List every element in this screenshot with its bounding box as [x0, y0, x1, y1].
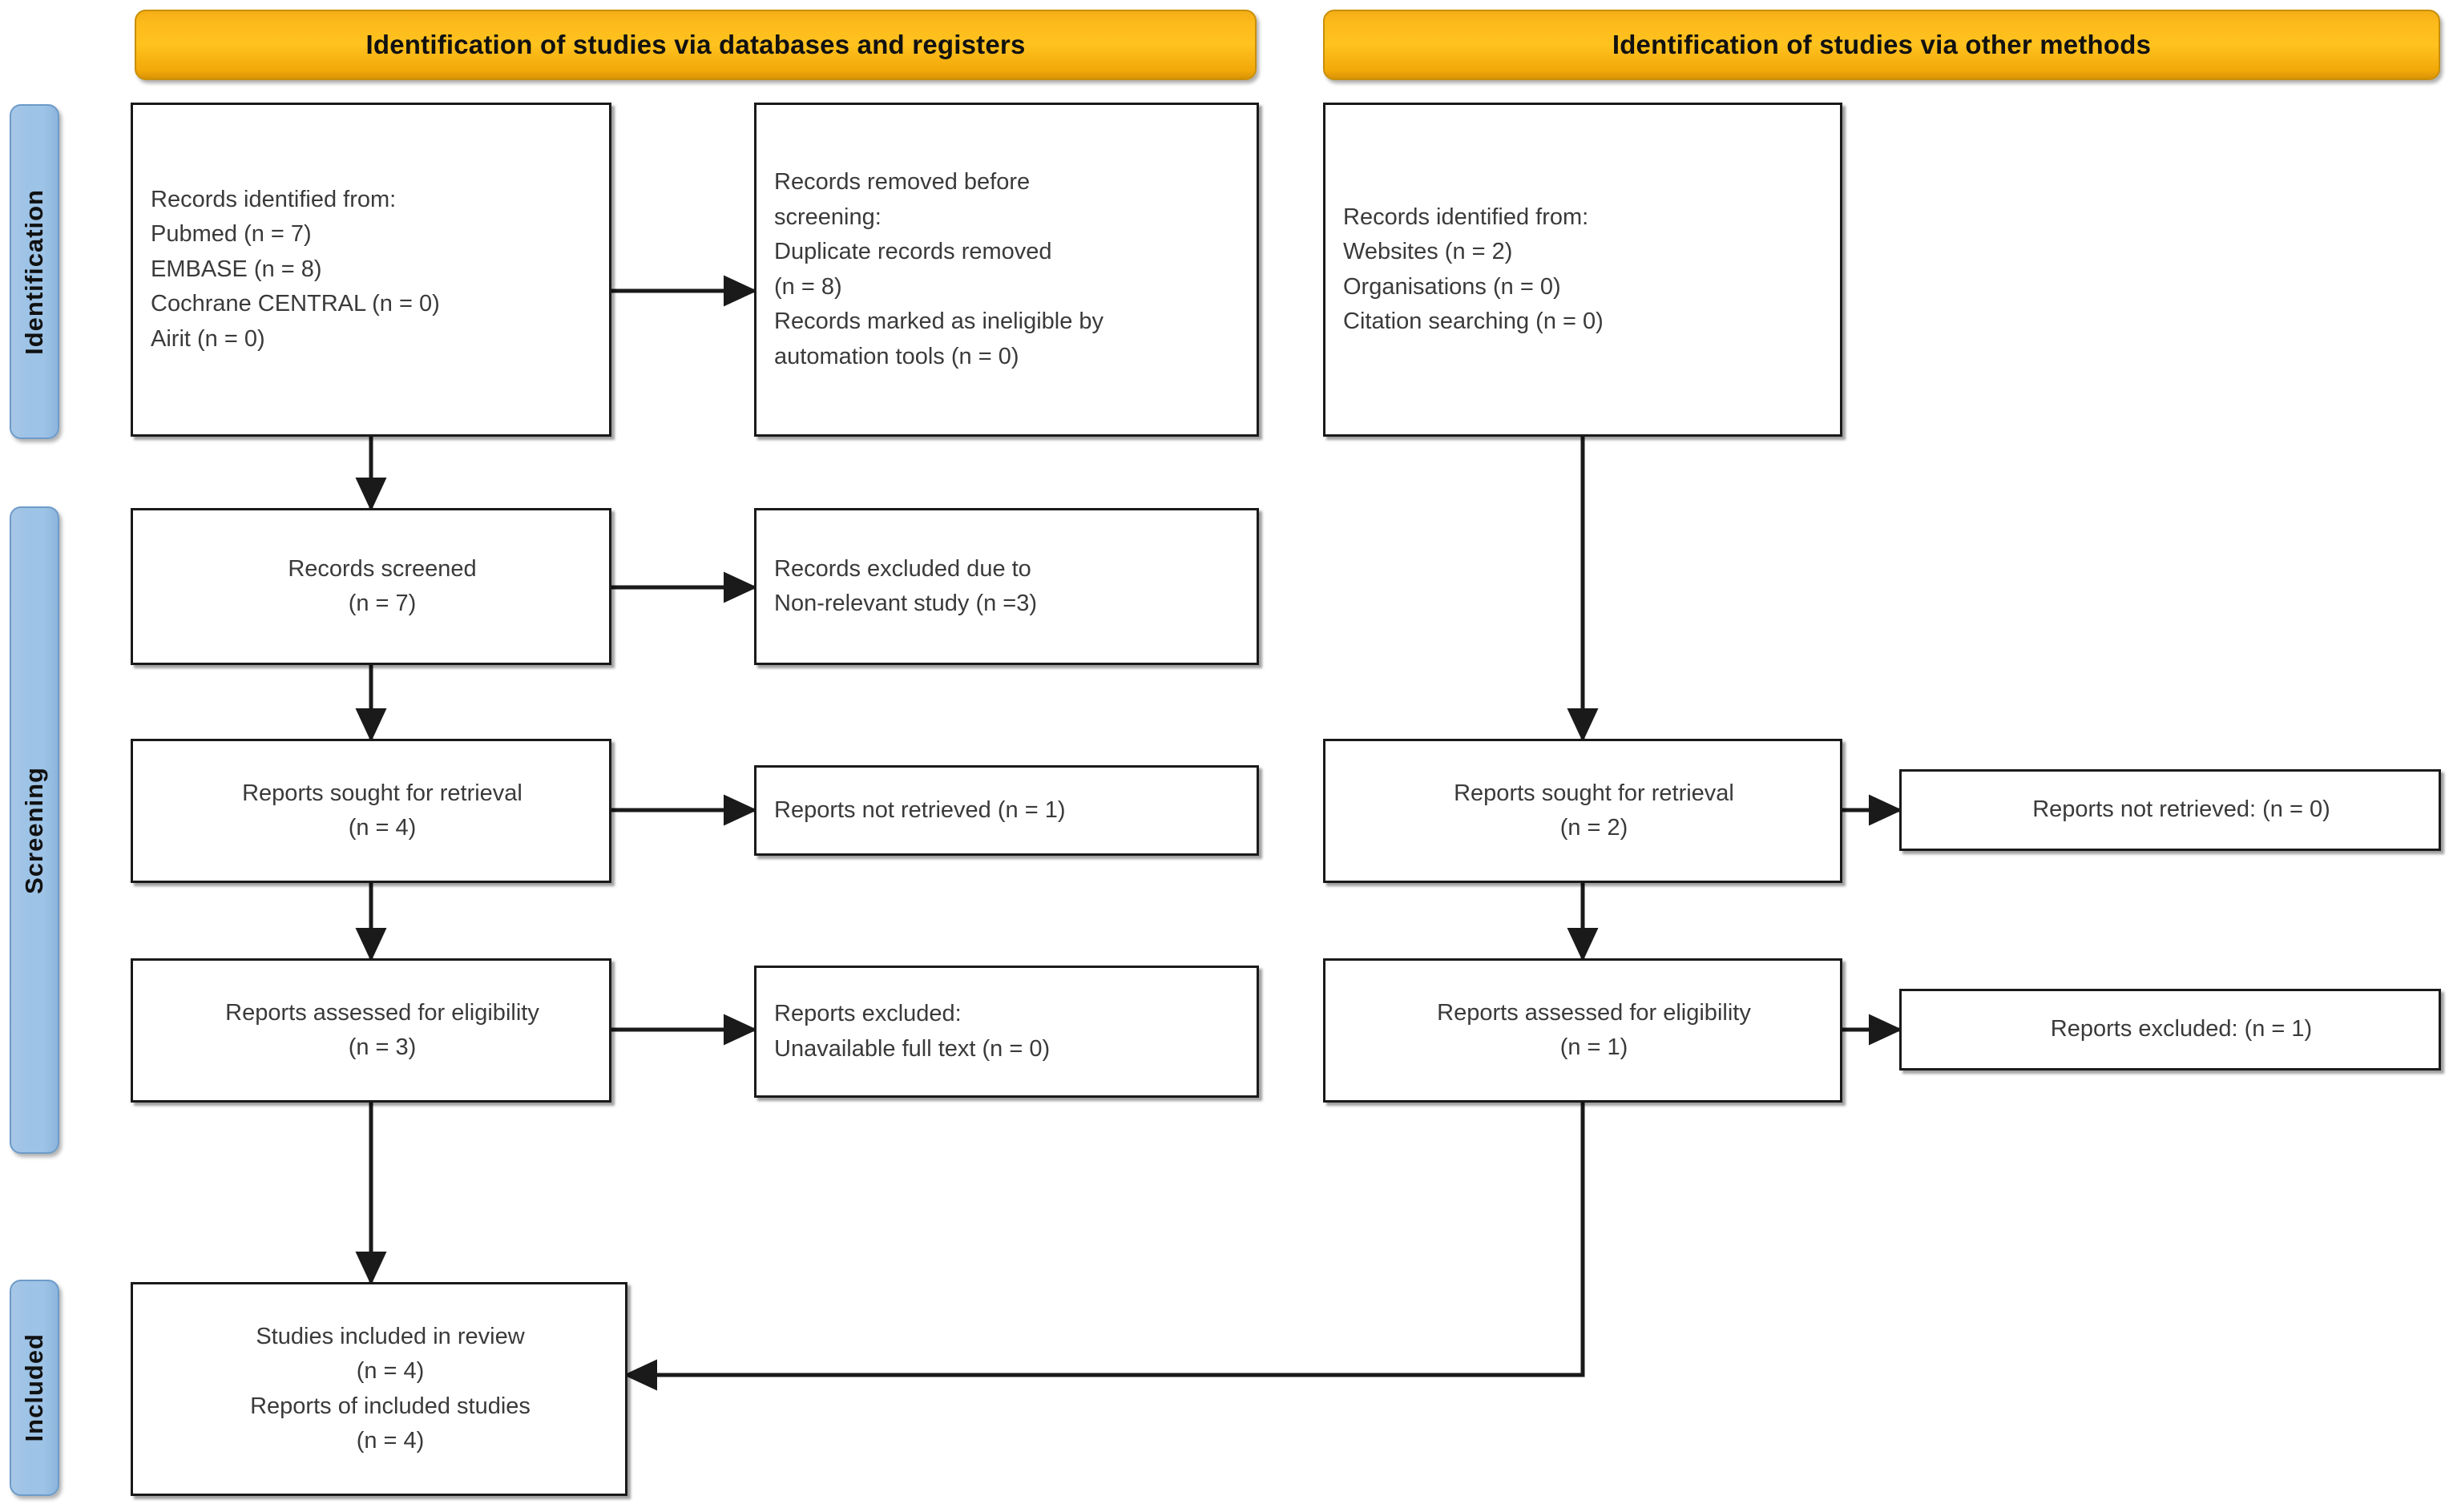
phase-bar-screening: Screening [10, 506, 59, 1154]
text-line: Unavailable full text (n = 0) [774, 1035, 1051, 1062]
banner-other-methods: Identification of studies via other meth… [1323, 10, 2440, 80]
banner-other-label: Identification of studies via other meth… [1612, 30, 2152, 59]
box-reports-not-retrieved-other: Reports not retrieved: (n = 0) [1899, 769, 2441, 851]
box-text: Reports not retrieved (n = 1) [756, 793, 1292, 829]
text-line: screening: [774, 204, 882, 230]
text-line: automation tools (n = 0) [774, 343, 1019, 369]
box-records-screened: Records screened (n = 7) [131, 508, 611, 665]
box-reports-sought-other: Reports sought for retrieval (n = 2) [1323, 739, 1842, 883]
box-text: Reports assessed for eligibility (n = 3) [133, 996, 631, 1066]
text-line: Records identified from: [151, 186, 397, 212]
text-line: (n = 3) [348, 1034, 417, 1060]
box-reports-not-retrieved-databases: Reports not retrieved (n = 1) [754, 765, 1259, 856]
text-line: Reports of included studies [250, 1393, 531, 1419]
text-line: Airit (n = 0) [151, 325, 265, 352]
box-reports-assessed-other: Reports assessed for eligibility (n = 1) [1323, 958, 1842, 1103]
box-records-identified-databases: Records identified from: Pubmed (n = 7) … [131, 103, 611, 437]
text-line: Records marked as ineligible by [774, 308, 1104, 334]
text-line: Reports not retrieved (n = 1) [774, 796, 1066, 823]
box-text: Reports excluded: Unavailable full text … [756, 997, 1292, 1066]
box-text: Studies included in review (n = 4) Repor… [133, 1320, 648, 1459]
phase-bar-included: Included [10, 1280, 59, 1496]
phase-label-screening: Screening [20, 766, 48, 894]
arrow-other-assessed-to-included [623, 1102, 1585, 1391]
box-text: Reports sought for retrieval (n = 4) [133, 776, 631, 846]
text-line: EMBASE (n = 8) [151, 256, 322, 282]
box-text: Reports assessed for eligibility (n = 1) [1325, 996, 1862, 1066]
box-text: Reports excluded: (n = 1) [1902, 1012, 2453, 1047]
text-line: Organisations (n = 0) [1343, 273, 1561, 300]
text-line: Reports sought for retrieval [1454, 780, 1734, 806]
text-line: Reports excluded: (n = 1) [2050, 1016, 2313, 1042]
text-line: Non-relevant study (n =3) [774, 591, 1038, 616]
text-line: Records excluded due to [774, 555, 1031, 582]
text-line: Records identified from: [1343, 204, 1589, 230]
phase-label-identification: Identification [20, 188, 48, 355]
box-text: Records identified from: Websites (n = 2… [1325, 200, 1875, 340]
box-reports-excluded-databases: Reports excluded: Unavailable full text … [754, 966, 1259, 1098]
phase-bar-identification: Identification [10, 104, 59, 439]
text-line: Reports sought for retrieval [242, 780, 522, 806]
box-text: Records screened (n = 7) [133, 552, 631, 622]
text-line: Duplicate records removed [774, 239, 1052, 264]
box-text: Reports not retrieved: (n = 0) [1902, 792, 2453, 828]
text-line: Websites (n = 2) [1343, 239, 1513, 264]
box-records-identified-other: Records identified from: Websites (n = 2… [1323, 103, 1842, 437]
box-records-excluded: Records excluded due to Non-relevant stu… [754, 508, 1259, 665]
box-reports-sought-databases: Reports sought for retrieval (n = 4) [131, 739, 611, 883]
text-line: (n = 8) [774, 273, 842, 300]
box-text: Records removed before screening: Duplic… [756, 165, 1292, 374]
banner-databases-label: Identification of studies via databases … [365, 30, 1026, 59]
text-line: Reports excluded: [774, 1001, 962, 1026]
text-line: Citation searching (n = 0) [1343, 308, 1604, 334]
box-reports-excluded-other: Reports excluded: (n = 1) [1899, 989, 2441, 1070]
text-line: (n = 4) [356, 1428, 425, 1454]
text-line: (n = 4) [348, 815, 417, 841]
box-text: Records identified from: Pubmed (n = 7) … [133, 183, 644, 357]
box-studies-included: Studies included in review (n = 4) Repor… [131, 1282, 627, 1496]
text-line: Pubmed (n = 7) [151, 221, 312, 248]
text-line: (n = 1) [1559, 1034, 1628, 1060]
text-line: Records screened [288, 555, 477, 582]
box-records-removed-before-screening: Records removed before screening: Duplic… [754, 103, 1259, 437]
box-reports-assessed-databases: Reports assessed for eligibility (n = 3) [131, 958, 611, 1103]
text-line: Records removed before [774, 169, 1031, 195]
text-line: Studies included in review [256, 1323, 525, 1349]
text-line: (n = 4) [356, 1358, 425, 1384]
banner-databases-and-registers: Identification of studies via databases … [135, 10, 1257, 80]
text-line: Reports not retrieved: (n = 0) [2032, 796, 2330, 823]
text-line: Cochrane CENTRAL (n = 0) [151, 291, 440, 317]
text-line: Reports assessed for eligibility [225, 999, 539, 1026]
text-line: Reports assessed for eligibility [1437, 999, 1751, 1026]
box-text: Reports sought for retrieval (n = 2) [1325, 776, 1862, 846]
phase-label-included: Included [20, 1333, 48, 1442]
box-text: Records excluded due to Non-relevant stu… [756, 552, 1292, 622]
text-line: (n = 2) [1559, 815, 1628, 841]
text-line: (n = 7) [348, 591, 417, 616]
